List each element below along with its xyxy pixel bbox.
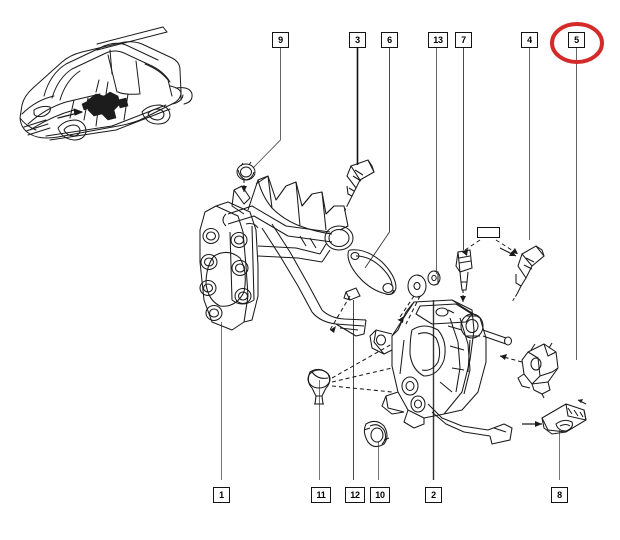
callout-3[interactable]: 3 <box>349 32 366 48</box>
part-grommet-clip <box>307 343 393 405</box>
part-spacer <box>343 287 361 301</box>
part-pedal-bracket-assembly <box>199 175 367 337</box>
part-washer-set <box>397 270 441 325</box>
callout-7[interactable]: 7 <box>455 32 472 48</box>
part-switch-sensor-right <box>499 245 545 303</box>
part-pedal-box-bracket <box>369 299 513 445</box>
part-switch-sensor-upper <box>343 159 375 213</box>
part-link-lever <box>329 249 397 333</box>
callout-9[interactable]: 9 <box>272 32 289 48</box>
car-line-drawing <box>19 26 193 141</box>
part-mounting-bracket-right <box>499 342 559 399</box>
callout-5[interactable]: 5 <box>568 32 585 48</box>
callout-4[interactable]: 4 <box>521 32 538 48</box>
callout-8[interactable]: 8 <box>551 487 568 503</box>
callout-11[interactable]: 11 <box>311 487 331 503</box>
callout-10[interactable]: 10 <box>370 487 390 503</box>
callout-leader-lines <box>221 48 577 480</box>
callout-13[interactable]: 13 <box>428 32 448 48</box>
part-pedal-pad-cover <box>522 399 587 435</box>
callout-2[interactable]: 2 <box>425 487 442 503</box>
callout-12[interactable]: 12 <box>345 487 365 503</box>
part-bushing-ring <box>363 420 390 448</box>
callout-6[interactable]: 6 <box>381 32 398 48</box>
callout-1[interactable]: 1 <box>213 487 230 503</box>
unlabelled-reference-box <box>477 227 500 238</box>
highlight-ellipse <box>550 22 604 64</box>
